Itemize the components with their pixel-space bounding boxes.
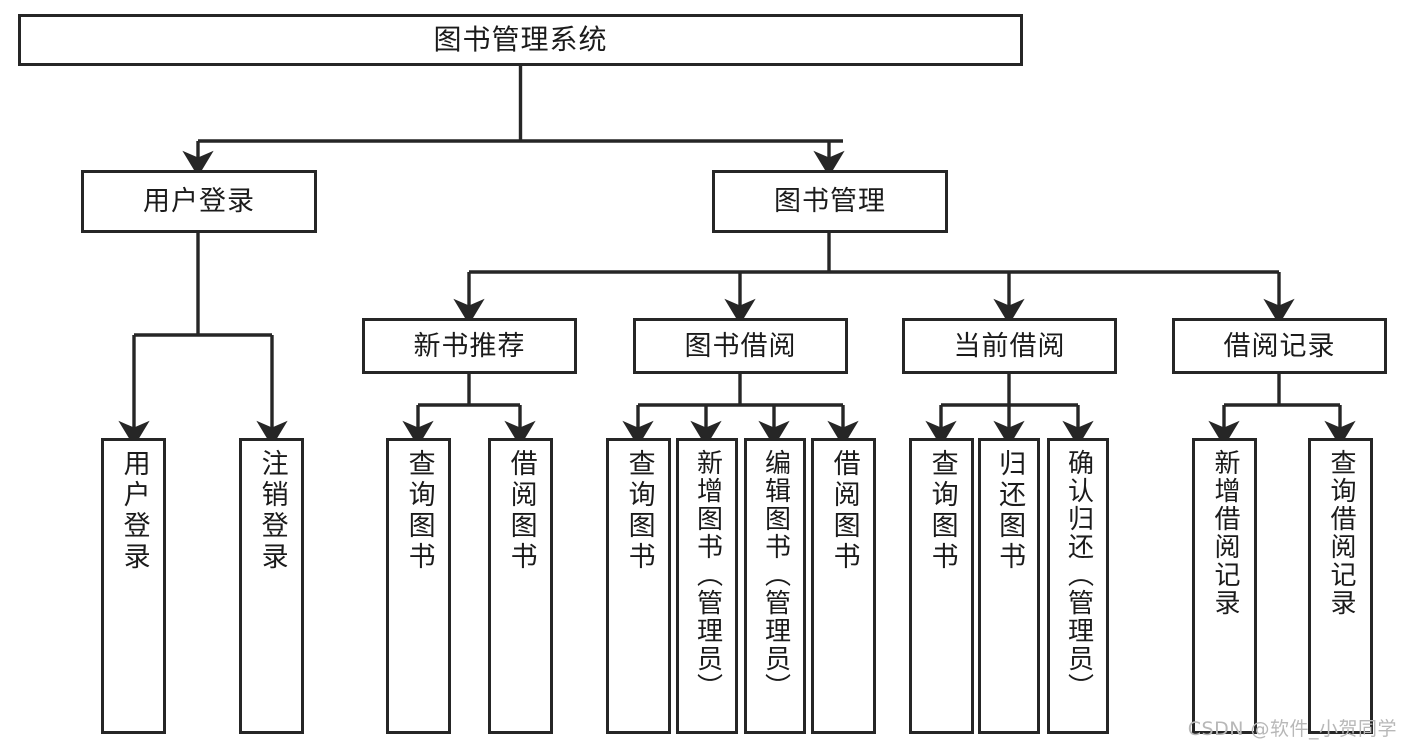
node-new-book-rec[interactable]: 新书推荐 bbox=[362, 318, 577, 374]
node-leaf-query-book-3[interactable]: 查询图书 bbox=[909, 438, 974, 734]
node-user-login[interactable]: 用户登录 bbox=[81, 170, 317, 233]
node-current-borrow-label: 当前借阅 bbox=[953, 330, 1066, 362]
node-leaf-add-record[interactable]: 新增借阅记录 bbox=[1192, 438, 1257, 734]
node-leaf-query-book-2-label: 查询图书 bbox=[623, 449, 655, 573]
node-root-label: 图书管理系统 bbox=[433, 23, 608, 56]
node-user-login-label: 用户登录 bbox=[143, 186, 255, 217]
node-borrow-record[interactable]: 借阅记录 bbox=[1172, 318, 1387, 374]
node-leaf-query-book-2[interactable]: 查询图书 bbox=[606, 438, 671, 734]
node-borrow-record-label: 借阅记录 bbox=[1223, 330, 1336, 362]
node-new-book-rec-label: 新书推荐 bbox=[413, 330, 526, 362]
node-leaf-user-login[interactable]: 用户登录 bbox=[101, 438, 166, 734]
node-book-manage-label: 图书管理 bbox=[774, 186, 886, 217]
node-root[interactable]: 图书管理系统 bbox=[18, 14, 1023, 66]
node-leaf-confirm-return-label: 确认归还（管理员） bbox=[1063, 449, 1094, 701]
node-leaf-query-book-1-label: 查询图书 bbox=[403, 449, 435, 573]
node-leaf-add-book[interactable]: 新增图书（管理员） bbox=[676, 438, 738, 734]
node-leaf-add-record-label: 新增借阅记录 bbox=[1210, 449, 1241, 617]
node-leaf-logout[interactable]: 注销登录 bbox=[239, 438, 304, 734]
node-leaf-return-book-label: 归还图书 bbox=[994, 449, 1026, 573]
node-book-borrow-label: 图书借阅 bbox=[684, 330, 797, 362]
node-leaf-query-book-3-label: 查询图书 bbox=[926, 449, 958, 573]
csdn-watermark: CSDN @软件_小贺同学 bbox=[1187, 718, 1397, 740]
node-leaf-confirm-return[interactable]: 确认归还（管理员） bbox=[1047, 438, 1109, 734]
node-leaf-query-record[interactable]: 查询借阅记录 bbox=[1308, 438, 1373, 734]
node-leaf-query-record-label: 查询借阅记录 bbox=[1326, 449, 1357, 617]
node-book-borrow[interactable]: 图书借阅 bbox=[633, 318, 848, 374]
node-current-borrow[interactable]: 当前借阅 bbox=[902, 318, 1117, 374]
node-leaf-borrow-book-1[interactable]: 借阅图书 bbox=[488, 438, 553, 734]
node-leaf-borrow-book-1-label: 借阅图书 bbox=[505, 449, 537, 573]
node-leaf-borrow-book-2-label: 借阅图书 bbox=[828, 449, 860, 573]
node-book-manage[interactable]: 图书管理 bbox=[712, 170, 948, 233]
node-leaf-user-login-label: 用户登录 bbox=[118, 449, 150, 573]
node-leaf-query-book-1[interactable]: 查询图书 bbox=[386, 438, 451, 734]
node-leaf-edit-book[interactable]: 编辑图书（管理员） bbox=[744, 438, 806, 734]
node-leaf-logout-label: 注销登录 bbox=[256, 449, 288, 573]
node-leaf-add-book-label: 新增图书（管理员） bbox=[692, 449, 723, 701]
node-leaf-borrow-book-2[interactable]: 借阅图书 bbox=[811, 438, 876, 734]
node-leaf-return-book[interactable]: 归还图书 bbox=[978, 438, 1040, 734]
node-leaf-edit-book-label: 编辑图书（管理员） bbox=[760, 449, 791, 701]
